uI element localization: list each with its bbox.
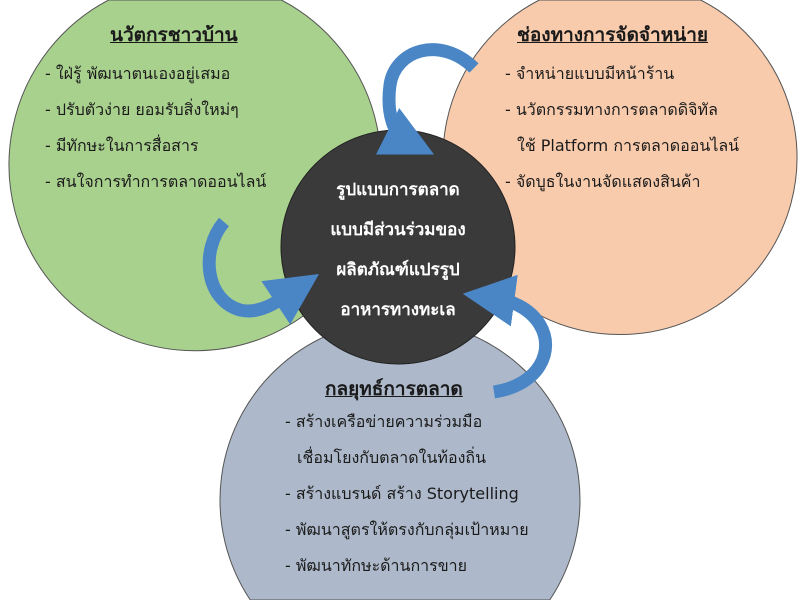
list-item: เชื่อมโยงกับตลาดในท้องถิ่น <box>297 448 487 467</box>
community-title: นวัตกรชาวบ้าน <box>110 24 238 46</box>
list-item: - นวัตกรรมทางการตลาดดิจิทัล <box>505 100 718 119</box>
list-item: - พัฒนาสูตรให้ตรงกับกลุ่มเป้าหมาย <box>285 520 529 539</box>
list-item: - ใฝ่รู้ พัฒนาตนเองอยู่เสมอ <box>45 64 231 83</box>
list-item: - พัฒนาทักษะด้านการขาย <box>285 556 468 575</box>
list-item: - สร้างแบรนด์ สร้าง Storytelling <box>285 484 519 503</box>
channel-title: ช่องทางการจัดจำหน่าย <box>517 24 709 46</box>
arrow-channel-to-center <box>375 43 479 155</box>
channel-block: ช่องทางการจัดจำหน่าย - จำหน่ายแบบมีหน้าร… <box>505 22 739 200</box>
center-label: รูปแบบการตลาด แบบมีส่วนร่วมของ ผลิตภัณฑ์… <box>300 170 496 330</box>
list-item: - จัดบูธในงานจัดแสดงสินค้า <box>505 172 701 191</box>
strategy-title: กลยุทธ์การตลาด <box>325 378 463 400</box>
list-item: ใช้ Platform การตลาดออนไลน์ <box>517 136 740 155</box>
center-line: อาหารทางทะเล <box>340 300 456 320</box>
list-item: - จำหน่ายแบบมีหน้าร้าน <box>505 64 675 83</box>
center-line: ผลิตภัณฑ์แปรรูป <box>336 260 460 280</box>
center-line: แบบมีส่วนร่วมของ <box>330 220 466 240</box>
list-item: - ปรับตัวง่าย ยอมรับสิ่งใหม่ๆ <box>45 100 239 119</box>
list-item: - สร้างเครือข่ายความร่วมมือ <box>285 412 483 431</box>
community-block: นวัตกรชาวบ้าน - ใฝ่รู้ พัฒนาตนเองอยู่เสม… <box>45 22 266 200</box>
strategy-block: กลยุทธ์การตลาด - สร้างเครือข่ายความร่วมม… <box>285 376 529 584</box>
arrow-strategy-to-center <box>462 274 553 399</box>
list-item: - มีทักษะในการสื่อสาร <box>45 136 199 155</box>
list-item: - สนใจการทำการตลาดออนไลน์ <box>45 172 267 191</box>
center-line: รูปแบบการตลาด <box>336 180 460 200</box>
channel-circle <box>442 0 798 336</box>
arrow-community-to-center <box>202 217 320 325</box>
